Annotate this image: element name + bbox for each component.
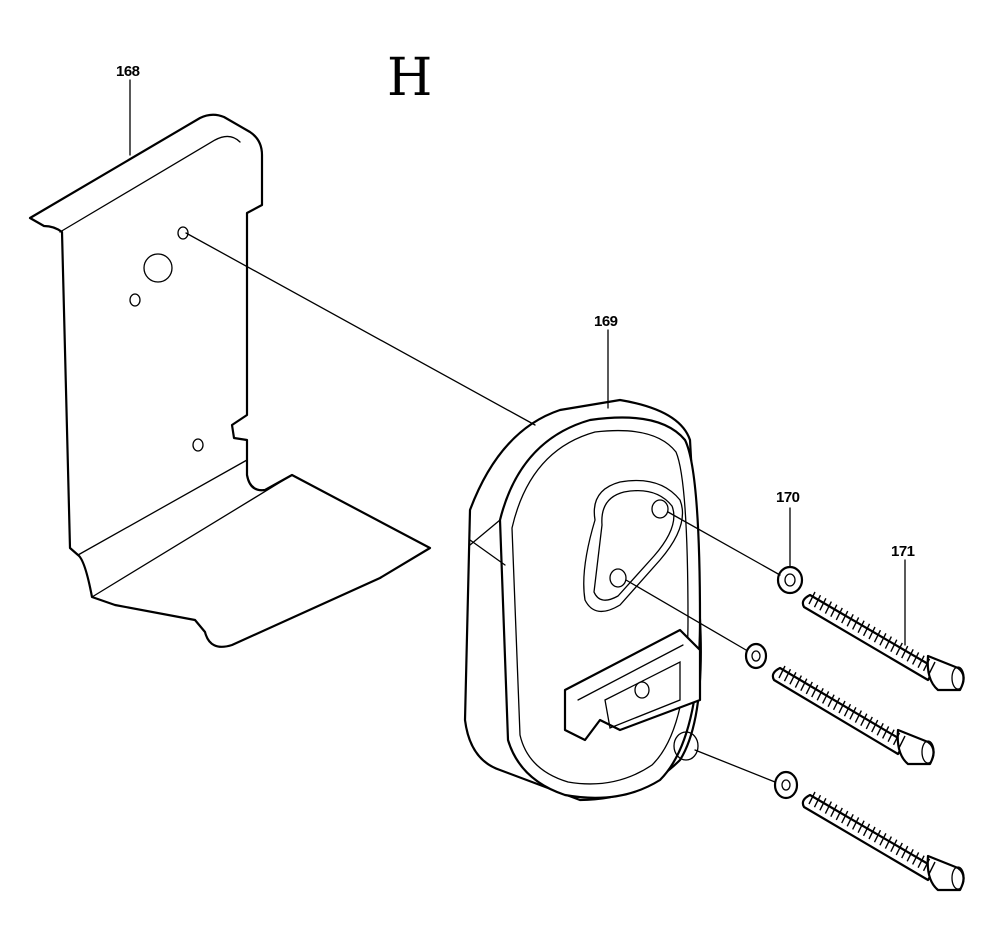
thread-line xyxy=(808,591,816,605)
thread-line xyxy=(846,613,854,627)
screw-top xyxy=(801,593,965,692)
washer-part xyxy=(744,565,804,800)
thread-line xyxy=(857,620,865,633)
thread-line xyxy=(862,623,871,637)
thread-line xyxy=(816,687,824,701)
thread-line xyxy=(912,852,920,865)
thread-line xyxy=(890,839,898,853)
thread-line xyxy=(884,636,892,649)
thread-line xyxy=(873,629,882,643)
thread-line xyxy=(895,842,903,856)
thread-line xyxy=(922,658,931,672)
thread-line xyxy=(879,633,887,646)
thread-line xyxy=(800,678,808,692)
thread-line xyxy=(849,707,857,720)
callout-168: 168 xyxy=(116,63,140,80)
screw-middle xyxy=(771,666,935,766)
thread-line xyxy=(865,716,873,730)
thread-line xyxy=(841,810,849,824)
thread-line xyxy=(824,801,832,814)
thread-line xyxy=(884,836,892,849)
screw-threads xyxy=(778,591,936,875)
screw-bottom xyxy=(801,793,965,892)
thread-line xyxy=(873,829,882,843)
thread-line xyxy=(852,817,860,830)
callout-170: 170 xyxy=(776,489,800,506)
thread-line xyxy=(813,594,822,608)
thread-line xyxy=(819,598,827,611)
callout-171: 171 xyxy=(891,543,915,560)
thread-line xyxy=(868,626,876,640)
thread-line xyxy=(890,639,898,653)
muffler-part xyxy=(463,398,702,802)
thread-line xyxy=(922,858,931,872)
thread-line xyxy=(871,719,879,733)
thread-line xyxy=(912,652,920,665)
thread-line xyxy=(892,732,901,746)
thread-line xyxy=(862,823,871,837)
thread-line xyxy=(830,804,838,818)
thread-line xyxy=(928,661,936,675)
thread-line xyxy=(789,672,797,685)
thread-line xyxy=(854,710,862,723)
thread-line xyxy=(824,601,832,614)
thread-line xyxy=(906,848,914,862)
thread-line xyxy=(846,813,854,827)
thread-line xyxy=(838,700,846,714)
thread-line xyxy=(835,807,843,821)
thread-line xyxy=(832,697,841,711)
thread-line xyxy=(917,655,925,668)
thread-line xyxy=(813,794,822,808)
thread-line xyxy=(887,729,895,742)
thread-line xyxy=(778,665,786,679)
thread-line xyxy=(860,713,868,727)
thread-line xyxy=(917,855,925,868)
thread-line xyxy=(901,645,909,659)
thread-line xyxy=(794,675,802,688)
thread-line xyxy=(901,845,909,859)
thread-line xyxy=(857,820,865,833)
thread-line xyxy=(928,861,936,875)
thread-line xyxy=(819,798,827,811)
thread-line xyxy=(879,833,887,846)
thread-line xyxy=(898,735,906,749)
assembly-lines xyxy=(129,79,906,783)
thread-line xyxy=(852,617,860,630)
thread-line xyxy=(822,691,830,704)
thread-line xyxy=(805,681,813,695)
bracket-plate-part xyxy=(28,113,432,648)
thread-line xyxy=(868,826,876,840)
thread-line xyxy=(811,684,819,698)
thread-line xyxy=(906,648,914,662)
thread-line xyxy=(876,722,884,736)
thread-line xyxy=(783,668,792,682)
thread-line xyxy=(835,607,843,621)
thread-line xyxy=(808,791,816,805)
section-letter: H xyxy=(387,48,432,108)
thread-line xyxy=(843,703,852,717)
callout-169: 169 xyxy=(594,313,618,330)
thread-line xyxy=(841,610,849,624)
screw-part xyxy=(771,591,965,892)
thread-line xyxy=(827,694,835,707)
thread-line xyxy=(882,726,890,739)
thread-line xyxy=(895,642,903,656)
thread-line xyxy=(830,604,838,618)
